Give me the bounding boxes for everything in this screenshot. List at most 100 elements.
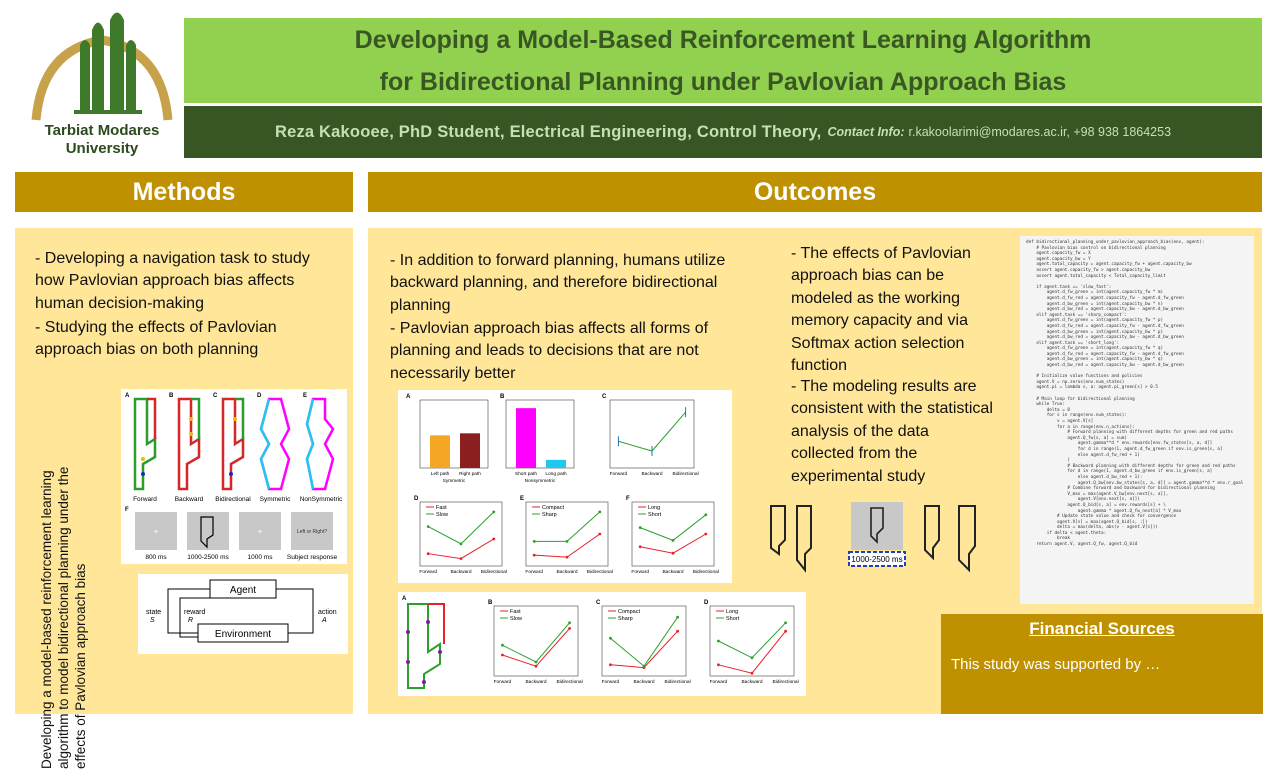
methods-bullet-2: - Studying the effects of Pavlovian appr… [35, 319, 277, 359]
x-tick-label: Forward [494, 679, 512, 685]
chart-frame [493, 605, 579, 677]
code-line: agent.total_capacity = agent.capacity_fw… [1026, 262, 1192, 268]
svg-text:S: S [150, 617, 155, 624]
svg-text:C: C [213, 393, 218, 399]
svg-text:action: action [318, 609, 337, 616]
code-line: for d in range(1, agent.d_bw_green if en… [1026, 469, 1213, 475]
svg-text:1000 ms: 1000 ms [248, 554, 274, 561]
panel-letter: F [626, 496, 630, 502]
code-line: agent.gamma**d * env.rewards[env.fw_stat… [1026, 441, 1213, 447]
x-tick-label: Forward [419, 569, 437, 575]
data-point [501, 643, 504, 647]
data-point [568, 621, 571, 625]
code-line: agent.pi = lambda s, a: agent.pi_green[s… [1026, 385, 1158, 391]
x-tick-label: Bidirectional [773, 679, 799, 685]
svg-text:University: University [66, 140, 139, 157]
svg-text:1000-2500 ms: 1000-2500 ms [851, 555, 902, 564]
data-point [598, 510, 602, 514]
legend-label: Compact [542, 505, 564, 511]
legend-label: Sharp [618, 616, 633, 622]
contact-label: Contact Info: [827, 125, 905, 139]
maze-shapes: 1000-2500 ms [770, 502, 976, 573]
code-line: agent.V[s] = max(agent.Q_bid[s, :]) [1026, 519, 1148, 525]
algorithm-code-block: def bidirectional_planning_under_pavlovi… [1020, 236, 1254, 604]
data-point [676, 629, 679, 633]
x-tick-label: Short path [515, 471, 537, 477]
code-line: agent.gamma * agent.Q_fw_next[a] * V_max [1026, 508, 1182, 514]
data-point [568, 627, 571, 630]
svg-text:reward: reward [184, 609, 206, 616]
code-line: agent.Q_bw[env.bw_states[s, a, d]] = age… [1026, 480, 1244, 486]
code-line: agent.d_fw_red = agent.capacity_fw - age… [1026, 351, 1184, 357]
data-point [638, 545, 642, 549]
x-tick-label: Forward [610, 471, 628, 477]
x-tick-label: Forward [525, 569, 543, 575]
code-line: agent.Q_fw[s, a] = sum( [1026, 435, 1127, 441]
x-tick-label: Forward [710, 679, 728, 685]
bar [546, 459, 566, 468]
legend-label: Long [726, 609, 738, 615]
svg-text:Bidirectional: Bidirectional [215, 496, 251, 503]
data-point [750, 671, 754, 675]
code-line: else agent.d_fw_red + 1) [1026, 452, 1140, 458]
maze-path-red [428, 603, 445, 644]
panel-letter: D [704, 600, 709, 606]
code-line: agent.d_bw_red = agent.capacity_bw - age… [1026, 363, 1184, 369]
data-point [676, 615, 679, 619]
svg-text:+: + [258, 527, 263, 536]
outcomes-heading: Outcomes [368, 172, 1262, 212]
code-line: if agent.task == 'slow_fast': [1026, 284, 1112, 290]
code-line: while True: [1026, 402, 1065, 408]
maze-node [438, 650, 442, 654]
financial-panel: This study was supported by … [941, 644, 1263, 714]
code-line: agent.capacity_fw = X [1026, 251, 1091, 257]
svg-text:A: A [125, 393, 130, 399]
panel-letter: D [414, 496, 419, 502]
code-line: elif agent.task == 'short_long': [1026, 340, 1120, 346]
svg-text:1000-2500 ms: 1000-2500 ms [187, 554, 229, 561]
x-tick-label: Backward [662, 569, 683, 575]
bar [430, 435, 450, 468]
code-line: delta = max(delta, abs(v - agent.V[s])) [1026, 525, 1158, 531]
outcomes-bullet-4: - The modeling results are consistent wi… [791, 378, 993, 485]
outcomes-bullet-3: - The effects of Pavlovian approach bias… [791, 245, 971, 375]
chart-frame [609, 399, 695, 469]
data-point [609, 636, 612, 640]
group-label: Symmetric [443, 478, 466, 484]
code-line: for s in range(env.num_states): [1026, 413, 1127, 419]
data-point [534, 664, 538, 668]
title-line-2: for Bidirectional Planning under Pavlovi… [379, 67, 1067, 96]
chart-frame [631, 501, 715, 567]
series-line [640, 514, 707, 541]
legend-label: Compact [618, 609, 640, 615]
x-tick-label: Bidirectional [587, 569, 613, 575]
svg-text:Left or Right?: Left or Right? [297, 529, 327, 535]
x-tick-label: Backward [450, 569, 471, 575]
code-line: break [1026, 536, 1070, 542]
svg-text:B: B [169, 393, 174, 399]
data-point [642, 664, 646, 668]
svg-text:A: A [321, 617, 327, 624]
data-point [784, 629, 787, 633]
x-tick-label: Backward [525, 679, 546, 685]
code-line: # Pavlovian bias control on bidirectiona… [1026, 245, 1166, 251]
maze-node [406, 630, 410, 634]
data-point [565, 555, 569, 559]
maze-illustrations: 1000-2500 ms [763, 498, 1013, 574]
svg-text:R: R [188, 617, 193, 624]
data-point [638, 526, 642, 529]
bar [516, 408, 536, 468]
code-line: for d in range(1, agent.d_fw_green if en… [1026, 446, 1223, 452]
data-point [532, 539, 536, 543]
group-label: Nonsymmetric [525, 478, 556, 484]
legend-label: Long [648, 505, 660, 511]
svg-text:NonSymmetric: NonSymmetric [300, 496, 343, 503]
data-point [671, 551, 675, 555]
code-line: agent.d_fw_green = int(agent.capacity_fw… [1026, 318, 1164, 324]
code-line: agent.d_fw_green = int(agent.capacity_fw… [1026, 346, 1164, 352]
svg-text:F: F [125, 507, 129, 513]
chart-frame [505, 399, 575, 469]
code-line: agent.d_bw_green = int(agent.capacity_bw… [1026, 329, 1164, 335]
